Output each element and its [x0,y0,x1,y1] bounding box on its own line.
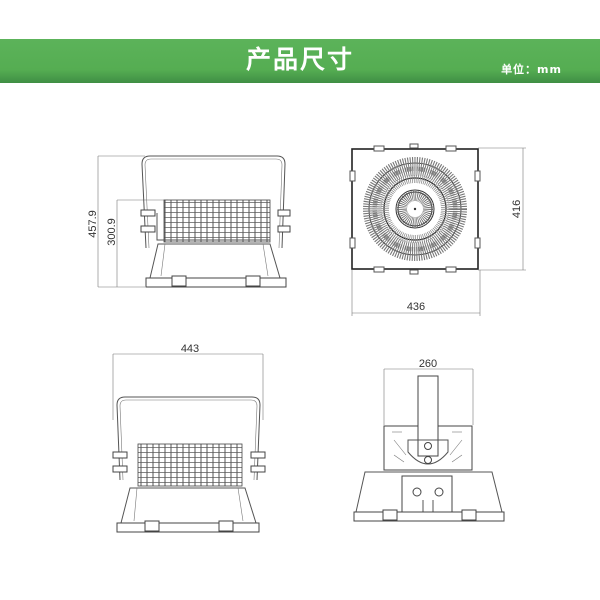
dim-height-top: 416 [511,200,523,218]
rear-view-drawing: 260 [353,358,505,522]
dim-width-rear: 260 [419,358,437,370]
page-title: 产品尺寸 [245,45,354,74]
header-banner: 产品尺寸 单位：mm [0,39,600,83]
dim-width-top: 436 [407,301,425,313]
dim-width-front: 443 [181,343,199,355]
side-view-drawing: 457.9 300.9 [87,155,291,288]
dim-height-total: 457.9 [87,210,99,238]
unit-label: 单位：mm [501,63,562,76]
dim-height-body: 300.9 [106,218,118,246]
front-view-drawing: 443 [112,343,266,533]
top-view-drawing: 436 416 [349,143,526,316]
